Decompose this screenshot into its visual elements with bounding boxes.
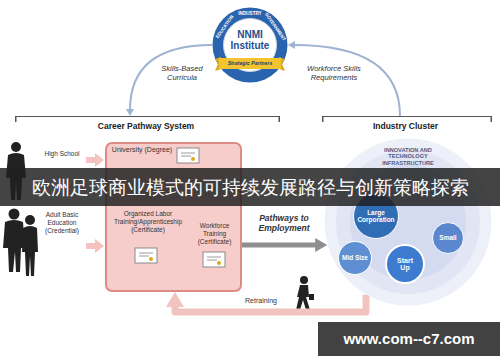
- entry-arrow: [86, 153, 104, 167]
- shape-part: [203, 252, 225, 267]
- cluster-circle: INNOVATION AND TECHNOLOGY INFRASTRUCTURE…: [324, 138, 492, 306]
- pathway-source: High School: [36, 150, 88, 158]
- shape-part: [217, 261, 221, 265]
- arrow-head: [166, 292, 184, 307]
- edge-label: Skills-Based Curricula: [156, 64, 208, 82]
- pathway-box: University (Degree) Organized Labor Train…: [105, 142, 242, 292]
- company-text: Start Up: [392, 257, 418, 272]
- pathway-item: University (Degree): [111, 146, 173, 154]
- company-text: Large Corporation: [356, 209, 396, 224]
- connector-line: [130, 45, 212, 110]
- header-text: Career Pathway System: [15, 121, 277, 131]
- shape-part: [339, 242, 372, 275]
- connector: [126, 45, 212, 116]
- shape-part: [433, 223, 464, 254]
- shape-part: [139, 256, 149, 257]
- connector-line: [242, 243, 317, 248]
- shape-part: [354, 194, 399, 239]
- shape-part: [149, 257, 153, 261]
- watermark: www.com--c7.com: [318, 322, 500, 356]
- shape-part: [336, 150, 480, 294]
- header-text: Industry Cluster: [322, 121, 489, 131]
- title-banner: 欧洲足球商业模式的可持续发展路径与创新策略探索: [0, 168, 500, 206]
- shape-part: [213, 8, 288, 83]
- shape-part: [191, 157, 195, 161]
- edge-label: Pathways to Employment: [247, 213, 321, 233]
- connector-line: [294, 45, 400, 116]
- person-head: [25, 215, 35, 225]
- institute-logo: EDUCATIONINDUSTRYGOVERNMENTNNMI Institut…: [212, 7, 288, 83]
- walking-person: [296, 276, 314, 310]
- shape-part: [106, 143, 241, 291]
- entry-arrow: [86, 239, 104, 253]
- shape-part: [139, 253, 153, 254]
- shape-part: [177, 148, 199, 163]
- person-head: [9, 209, 20, 220]
- company-text: Mid Size: [340, 254, 370, 262]
- connector: [166, 292, 366, 312]
- person-head: [11, 142, 21, 152]
- shape-part: [181, 153, 195, 154]
- company-circle: Small: [432, 222, 464, 254]
- person-head: [300, 276, 308, 284]
- shape-part: [181, 156, 191, 157]
- logo-ribbon: Strategic Partners: [219, 58, 281, 69]
- shape-part: [207, 260, 217, 261]
- company-circle: Start Up: [385, 244, 425, 284]
- connector: [242, 238, 327, 252]
- people-silhouettes: [3, 142, 38, 276]
- company-text: Small: [434, 234, 462, 242]
- shape-part: [135, 248, 157, 263]
- edge-label: Workforce Skills Requirements: [300, 64, 368, 82]
- section-header: Industry Cluster: [322, 116, 492, 136]
- shape-part: [325, 139, 492, 306]
- arrow-head: [288, 41, 295, 49]
- arrow-head: [315, 238, 327, 252]
- cluster-title: INNOVATION AND TECHNOLOGY INFRASTRUCTURE: [371, 147, 445, 166]
- ring-text: INDUSTRY: [238, 11, 261, 17]
- pathway-item: Workforce Training (Certificate): [190, 222, 239, 246]
- briefcase: [309, 294, 314, 300]
- logo-name: NNMI Institute: [225, 29, 275, 51]
- edge-label: Retraining: [233, 297, 289, 305]
- shape-part: [135, 248, 157, 263]
- person-body: [3, 220, 25, 272]
- shape-part: [386, 245, 424, 283]
- company-circle: Mid Size: [338, 241, 372, 275]
- pathway-item: Organized Labor Training/Apprenticeship …: [108, 210, 188, 234]
- connector-line: [175, 295, 366, 312]
- shape-part: [203, 252, 225, 267]
- arrow-head: [126, 109, 134, 116]
- connector: [288, 41, 400, 116]
- pathway-source: Adult Basic Education (Credential): [36, 211, 88, 235]
- shape-part: [177, 148, 199, 163]
- person-body: [296, 285, 310, 310]
- section-header: Career Pathway System: [15, 116, 280, 136]
- person-body: [22, 226, 38, 276]
- shape-part: [207, 257, 221, 258]
